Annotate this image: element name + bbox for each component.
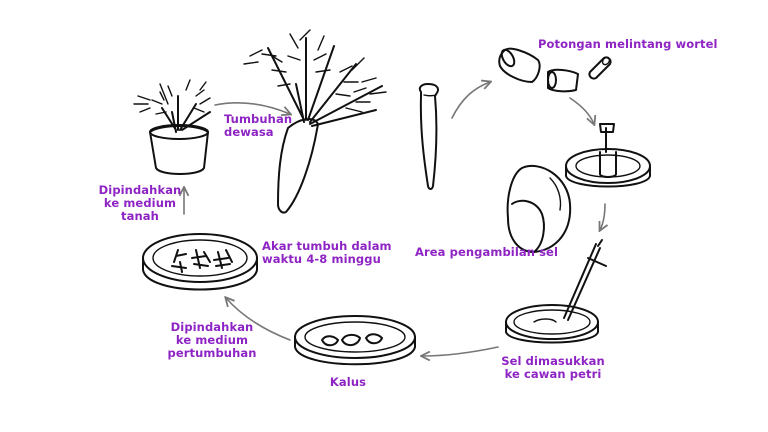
adult-carrot-plant-icon (243, 29, 387, 214)
arrow-pot-to-adult (214, 102, 290, 114)
potted-plant-icon (133, 79, 211, 175)
cutting-tool-icon (565, 123, 651, 188)
carrot-slices-icon (498, 47, 612, 93)
arrow-callus-to-roots (226, 298, 291, 341)
carrot-section-icon (506, 165, 572, 253)
arrow-carrot-to-cross-section (451, 82, 490, 119)
arrow-cross-section-to-cutting (569, 97, 594, 124)
carrot-icon (418, 83, 439, 190)
callus-dish-icon (294, 315, 416, 366)
label-soil-medium: Dipindahkan ke medium tanah (98, 183, 182, 223)
needle-petri-icon (505, 239, 607, 344)
label-adult-plant: Tumbuhan dewasa (224, 112, 293, 139)
label-roots-grow: Akar tumbuh dalam waktu 4-8 minggu (262, 239, 392, 266)
label-petri-dish: Sel dimasukkan ke cawan petri (501, 354, 605, 381)
label-sampling-area: Area pengambilan sel (415, 245, 558, 259)
label-callus: Kalus (329, 375, 367, 389)
label-growth-medium: Dipindahkan ke medium pertumbuhan (167, 320, 257, 360)
label-cross-section: Potongan melintang wortel (538, 37, 718, 51)
arrow-petri-to-callus (422, 346, 499, 356)
arrow-cutting-to-needle (600, 203, 605, 230)
roots-dish-icon (142, 233, 258, 291)
